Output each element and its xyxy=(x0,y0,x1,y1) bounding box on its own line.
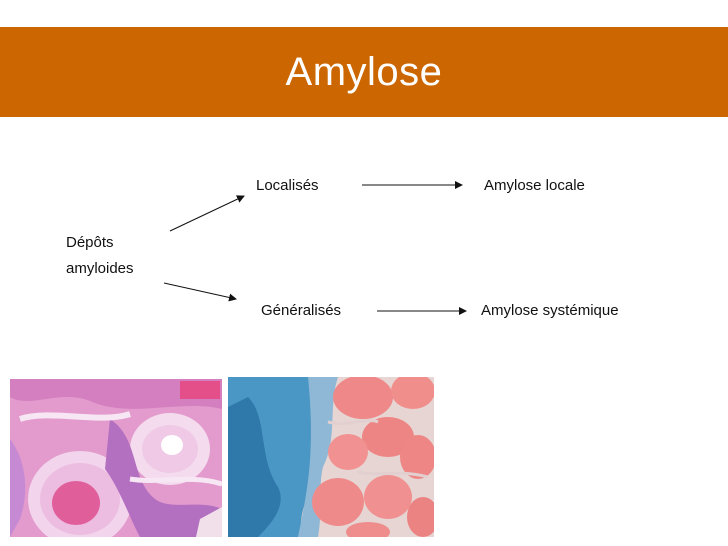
histology-congo-red-stain xyxy=(228,377,434,537)
root-label-line2: amyloides xyxy=(66,260,134,277)
histology-he-stain xyxy=(10,379,222,537)
arrow-root-to-generalized xyxy=(163,282,237,302)
microscopy-image-icon xyxy=(10,379,222,537)
root-label-line1: Dépôts xyxy=(66,234,114,251)
branch-localized-label: Localisés xyxy=(256,177,319,194)
result-systemic-label: Amylose systémique xyxy=(481,302,619,319)
branch-generalized-label: Généralisés xyxy=(261,302,342,319)
slide-title: Amylose xyxy=(285,50,443,94)
arrow-root-to-localized xyxy=(169,195,245,232)
microscopy-image-icon xyxy=(228,377,434,537)
title-bar xyxy=(0,27,728,117)
result-local-label: Amylose locale xyxy=(484,177,585,194)
